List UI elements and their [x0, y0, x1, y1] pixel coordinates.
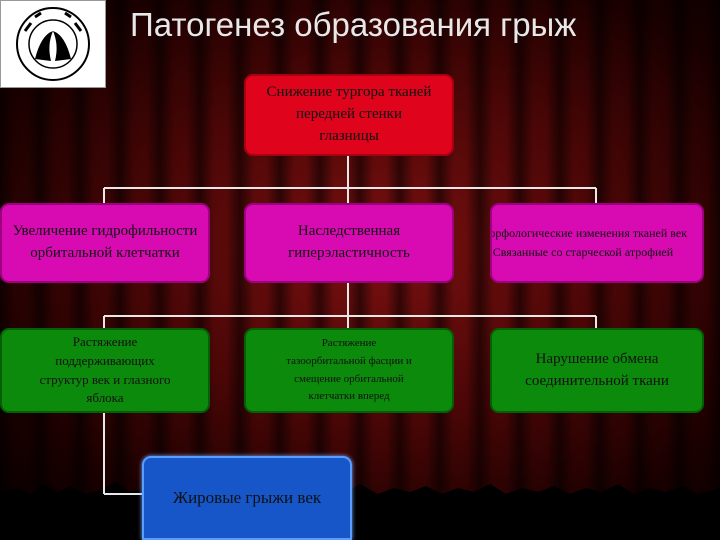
node-septum: Растяжение тазоорбитальной фасции и смещ… [244, 328, 454, 413]
clinic-logo [0, 0, 106, 88]
node-stretching: Растяжение поддерживающих структур век и… [0, 328, 210, 413]
node-metabolism: Нарушение обмена соединительной ткани [490, 328, 704, 413]
node-morphology: Морфологические изменения тканей век Свя… [490, 203, 704, 283]
node-heredity: Наследственная гиперэластичность [244, 203, 454, 283]
node-result: Жировые грыжи век [142, 456, 352, 540]
page-title: Патогенез образования грыж [130, 6, 577, 43]
node-root: Снижение тургора тканей передней стенки … [244, 74, 454, 156]
node-hydrophilic: Увеличение гидрофильности орбитальной кл… [0, 203, 210, 283]
clinic-logo-emblem [16, 7, 90, 81]
